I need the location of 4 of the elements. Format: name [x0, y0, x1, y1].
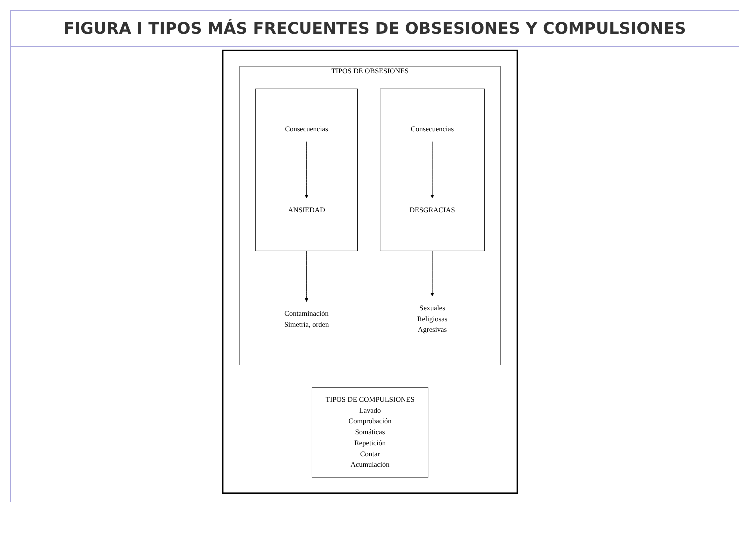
cluster — [222, 50, 518, 494]
cluster — [255, 88, 358, 252]
cluster — [380, 88, 485, 252]
figure-title: FIGURA I TIPOS MÁS FRECUENTES DE OBSESIONES Y COMPULSIONES — [10, 10, 739, 47]
